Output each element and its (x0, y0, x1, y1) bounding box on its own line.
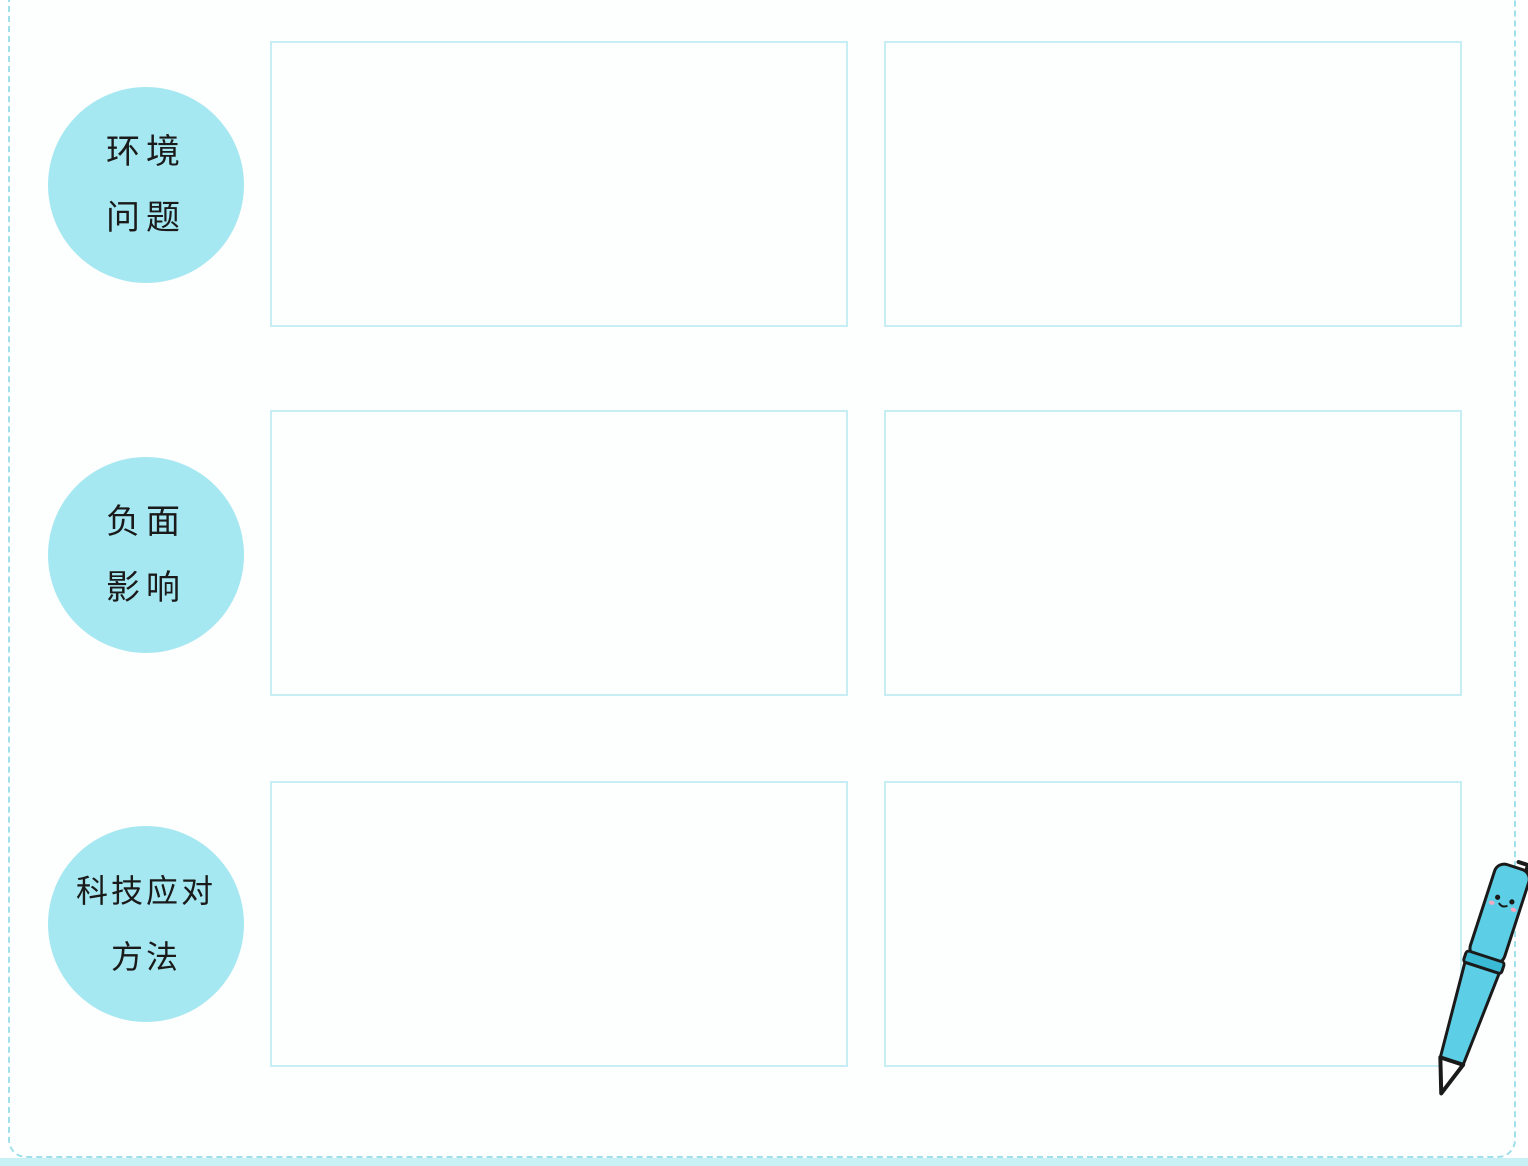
row-label-environment-problems: 环境 问题 (48, 87, 244, 283)
answer-box-row2-right[interactable] (884, 410, 1462, 696)
row-label-line2: 问题 (106, 198, 186, 238)
answer-box-row3-left[interactable] (270, 781, 848, 1067)
row-label-negative-impact: 负面 影响 (48, 457, 244, 653)
row-label-tech-solutions: 科技应对 方法 (48, 826, 244, 1022)
row-label-line2: 影响 (106, 568, 186, 608)
row-label-line1: 环境 (106, 132, 186, 172)
row-label-line1: 负面 (106, 502, 186, 542)
answer-box-row1-left[interactable] (270, 41, 848, 327)
pen-icon (1438, 860, 1528, 1096)
bottom-band (0, 1158, 1528, 1166)
answer-box-row3-right[interactable] (884, 781, 1462, 1067)
row-label-line2: 方法 (110, 938, 181, 976)
row-label-line1: 科技应对 (75, 872, 216, 910)
answer-box-row1-right[interactable] (884, 41, 1462, 327)
answer-box-row2-left[interactable] (270, 410, 848, 696)
